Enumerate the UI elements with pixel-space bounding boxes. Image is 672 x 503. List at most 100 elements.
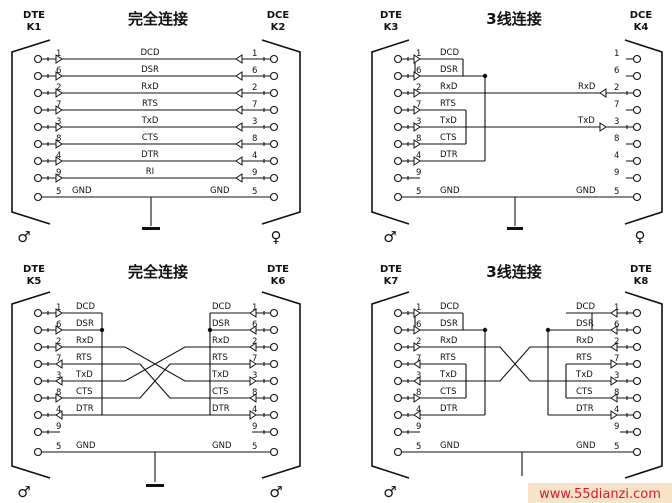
panel-1-right-pin-numbers: 1 6 2 7 3 8 4 9 5 (252, 49, 257, 197)
pin-number: 2 (252, 337, 257, 347)
pin-number: 3 (614, 117, 619, 127)
panel-3-left-pins (33, 308, 43, 457)
signal-label: GND (576, 186, 596, 196)
pin-number: 7 (56, 354, 61, 364)
pin-number: 4 (614, 405, 619, 415)
panel-2-left-gender: ♂ (383, 228, 396, 246)
pin-number: 3 (614, 371, 619, 381)
pin-number: 8 (252, 134, 257, 144)
signal-label: DSR (141, 65, 159, 75)
signal-label: TxD (141, 116, 159, 126)
panel-2-right-pins (632, 54, 642, 202)
pin-number: 6 (614, 66, 619, 76)
signal-label: RxD (440, 82, 458, 92)
panel-2-left-pin-numbers: 1 6 2 7 3 8 4 9 5 (416, 49, 421, 197)
pin-number: 7 (416, 354, 421, 364)
panel-2-right-sub: K4 (634, 22, 649, 33)
signal-label: RTS (440, 353, 456, 363)
panel-3-full-connection: 完全连接 DTE K5 DTE K6 (11, 263, 301, 501)
pin-number: 9 (614, 422, 619, 432)
panel-4-left-name: DTE (380, 264, 402, 275)
signal-label: DCD (76, 302, 95, 312)
pin-number: 5 (416, 442, 421, 452)
pin-number: 7 (252, 100, 257, 110)
pin-number: 2 (56, 83, 61, 93)
panel-2-ground-symbol (507, 227, 523, 230)
panel-3-title: 完全连接 (128, 263, 188, 281)
signal-label: DSR (212, 319, 230, 329)
panel-4-left-pins (393, 308, 403, 457)
pin-number: 7 (614, 100, 619, 110)
signal-label: CTS (440, 133, 457, 143)
pin-number: 5 (614, 187, 619, 197)
signal-label: DCD (440, 302, 459, 312)
signal-label: DSR (576, 319, 594, 329)
panel-2-wires (401, 57, 634, 229)
pin-number: 6 (252, 320, 257, 330)
panel-3-junction-dot (207, 327, 213, 333)
watermark-text: www.55dianzi.com (539, 487, 661, 502)
panel-3-right-name: DTE (267, 264, 289, 275)
signal-label: RTS (212, 353, 228, 363)
panel-3-arrows (55, 308, 257, 420)
panel-3-right-pin-numbers: 1 6 2 7 3 8 4 9 5 (252, 303, 257, 452)
panel-1-arrows (55, 54, 243, 183)
signal-label: TxD (211, 370, 229, 380)
signal-label: DTR (141, 150, 159, 160)
signal-label: DTR (440, 404, 458, 414)
pin-number: 4 (614, 151, 619, 161)
pin-number: 8 (416, 388, 421, 398)
pin-number: 7 (56, 100, 61, 110)
panel-4-left-sub: K7 (384, 276, 399, 287)
pin-number: 4 (56, 405, 61, 415)
pin-number: 3 (252, 117, 257, 127)
signal-label: RTS (440, 99, 456, 109)
pin-number: 8 (614, 388, 619, 398)
signal-label: RTS (576, 353, 592, 363)
signal-label: DSR (440, 65, 458, 75)
pin-number: 5 (56, 187, 61, 197)
panel-2-left-connector (371, 39, 410, 225)
pin-number: 3 (56, 371, 61, 381)
pin-number: 6 (614, 320, 619, 330)
panel-3-right-pins (269, 308, 279, 457)
pin-number: 9 (416, 422, 421, 432)
pin-number: 1 (56, 49, 61, 59)
watermark-background (528, 483, 672, 503)
panel-1-signal-labels: DCD DSR RxD RTS TxD CTS DTR RI GND GND (72, 48, 230, 196)
pin-number: 4 (416, 405, 421, 415)
pin-number: 1 (614, 49, 619, 59)
signal-label: CTS (76, 387, 93, 397)
panel-3-left-connector (11, 291, 51, 479)
pin-number: 6 (416, 66, 421, 76)
signal-label: TxD (439, 116, 457, 126)
signal-label: GND (212, 441, 232, 451)
panel-2-right-name: DCE (630, 10, 653, 21)
pin-number: 8 (252, 388, 257, 398)
panel-1-left-connector (11, 39, 51, 225)
panel-2-right-pin-numbers: 1 6 2 7 3 8 4 9 5 (614, 49, 619, 197)
signal-label: RxD (440, 336, 458, 346)
panel-4-junction-dot (545, 327, 551, 333)
signal-label: DTR (576, 404, 594, 414)
panel-1-right-sub: K2 (271, 22, 286, 33)
panel-2-left-sub: K3 (384, 22, 399, 33)
pin-number: 9 (56, 168, 61, 178)
pin-number: 3 (56, 117, 61, 127)
panel-1-left-pin-numbers: 1 6 2 7 3 8 4 9 5 (56, 49, 61, 197)
panel-4-arrows (413, 308, 618, 420)
panel-2-junction-dot (482, 73, 488, 79)
panel-4-wires (401, 311, 634, 476)
signal-label: RxD (141, 82, 159, 92)
signal-label: TxD (75, 370, 93, 380)
signal-label: DTR (212, 404, 230, 414)
signal-label: DSR (440, 319, 458, 329)
panel-1-left-pins (33, 54, 43, 202)
panel-1-left-gender: ♂ (17, 228, 30, 246)
pin-number: 4 (416, 151, 421, 161)
pin-number: 2 (614, 83, 619, 93)
pin-number: 5 (56, 442, 61, 452)
pin-number: 1 (56, 303, 61, 313)
signal-label: DTR (76, 404, 94, 414)
panel-1-right-pins (269, 54, 279, 202)
